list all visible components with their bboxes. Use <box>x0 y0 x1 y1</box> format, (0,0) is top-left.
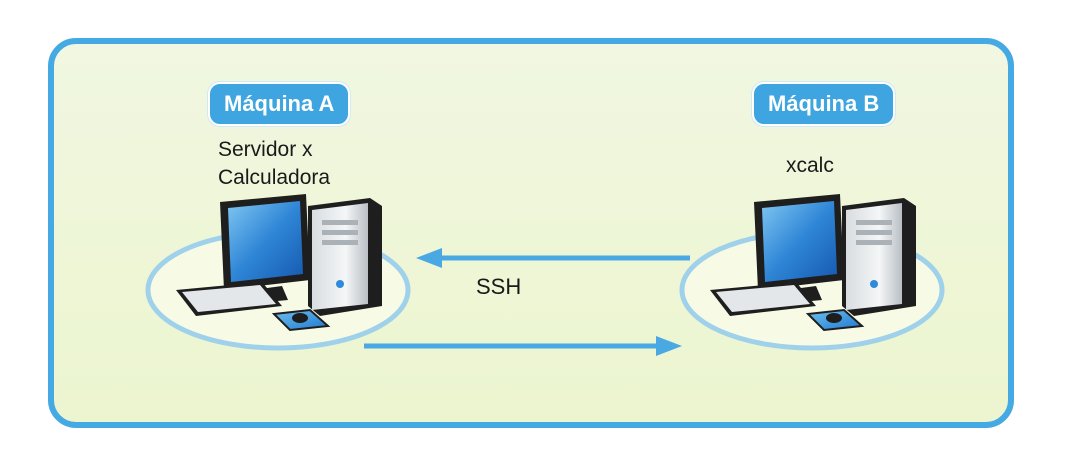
desktop-computer-icon <box>176 194 382 332</box>
machine-a-label: Máquina A <box>208 82 351 126</box>
arrow-left-icon <box>416 248 690 268</box>
desktop-computer-icon <box>710 194 916 332</box>
machine-a-caption-line1: Servidor x <box>218 138 313 161</box>
machine-b-caption: xcalc <box>786 154 834 177</box>
machine-b-label: Máquina B <box>752 82 896 126</box>
machine-a-caption-line2: Calculadora <box>218 166 331 189</box>
arrow-right-icon <box>364 336 682 356</box>
ssh-connection-label: SSH <box>476 274 522 299</box>
